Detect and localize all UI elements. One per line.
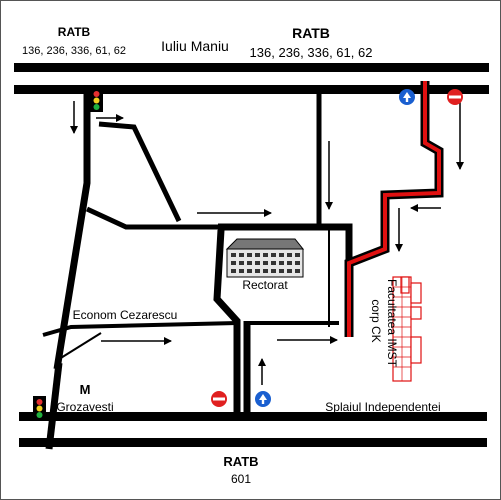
rectorat-label: Rectorat [242, 278, 288, 292]
faculty-label: Facultatea IMST [385, 279, 399, 368]
one-way-info-sign-icon [399, 89, 415, 105]
ratb-label: RATB [292, 25, 330, 41]
ratb-routes-label: 136, 236, 336, 61, 62 [22, 45, 126, 57]
road-iuliu-maniu [14, 63, 489, 94]
metro-station-label: Grozavesti [56, 400, 113, 414]
metro-m-label: M [80, 382, 91, 397]
street-label-econom-cezarescu: Econom Cezarescu [73, 308, 178, 322]
faculty-sub-label: corp CK [369, 299, 383, 342]
street-label-iuliu-maniu: Iuliu Maniu [161, 38, 229, 54]
traffic-light-icon [90, 88, 103, 112]
street-label-splaiul-independentei: Splaiul Independentei [325, 400, 440, 414]
ratb-routes-label: 136, 236, 336, 61, 62 [250, 45, 373, 60]
road-splaiul-independentei [19, 412, 487, 447]
traffic-light-icon [33, 396, 46, 420]
no-entry-sign-icon [211, 391, 227, 407]
ratb-label: RATB [223, 454, 258, 469]
building-icon [225, 238, 305, 278]
one-way-info-sign-icon [255, 391, 271, 407]
road-network [42, 85, 353, 450]
route-to-faculty [344, 81, 444, 337]
faculty-building [392, 276, 422, 382]
no-entry-sign-icon [447, 89, 463, 105]
ratb-routes-label: 601 [231, 472, 251, 486]
ratb-label: RATB [58, 25, 91, 39]
direction-arrows [70, 99, 464, 385]
